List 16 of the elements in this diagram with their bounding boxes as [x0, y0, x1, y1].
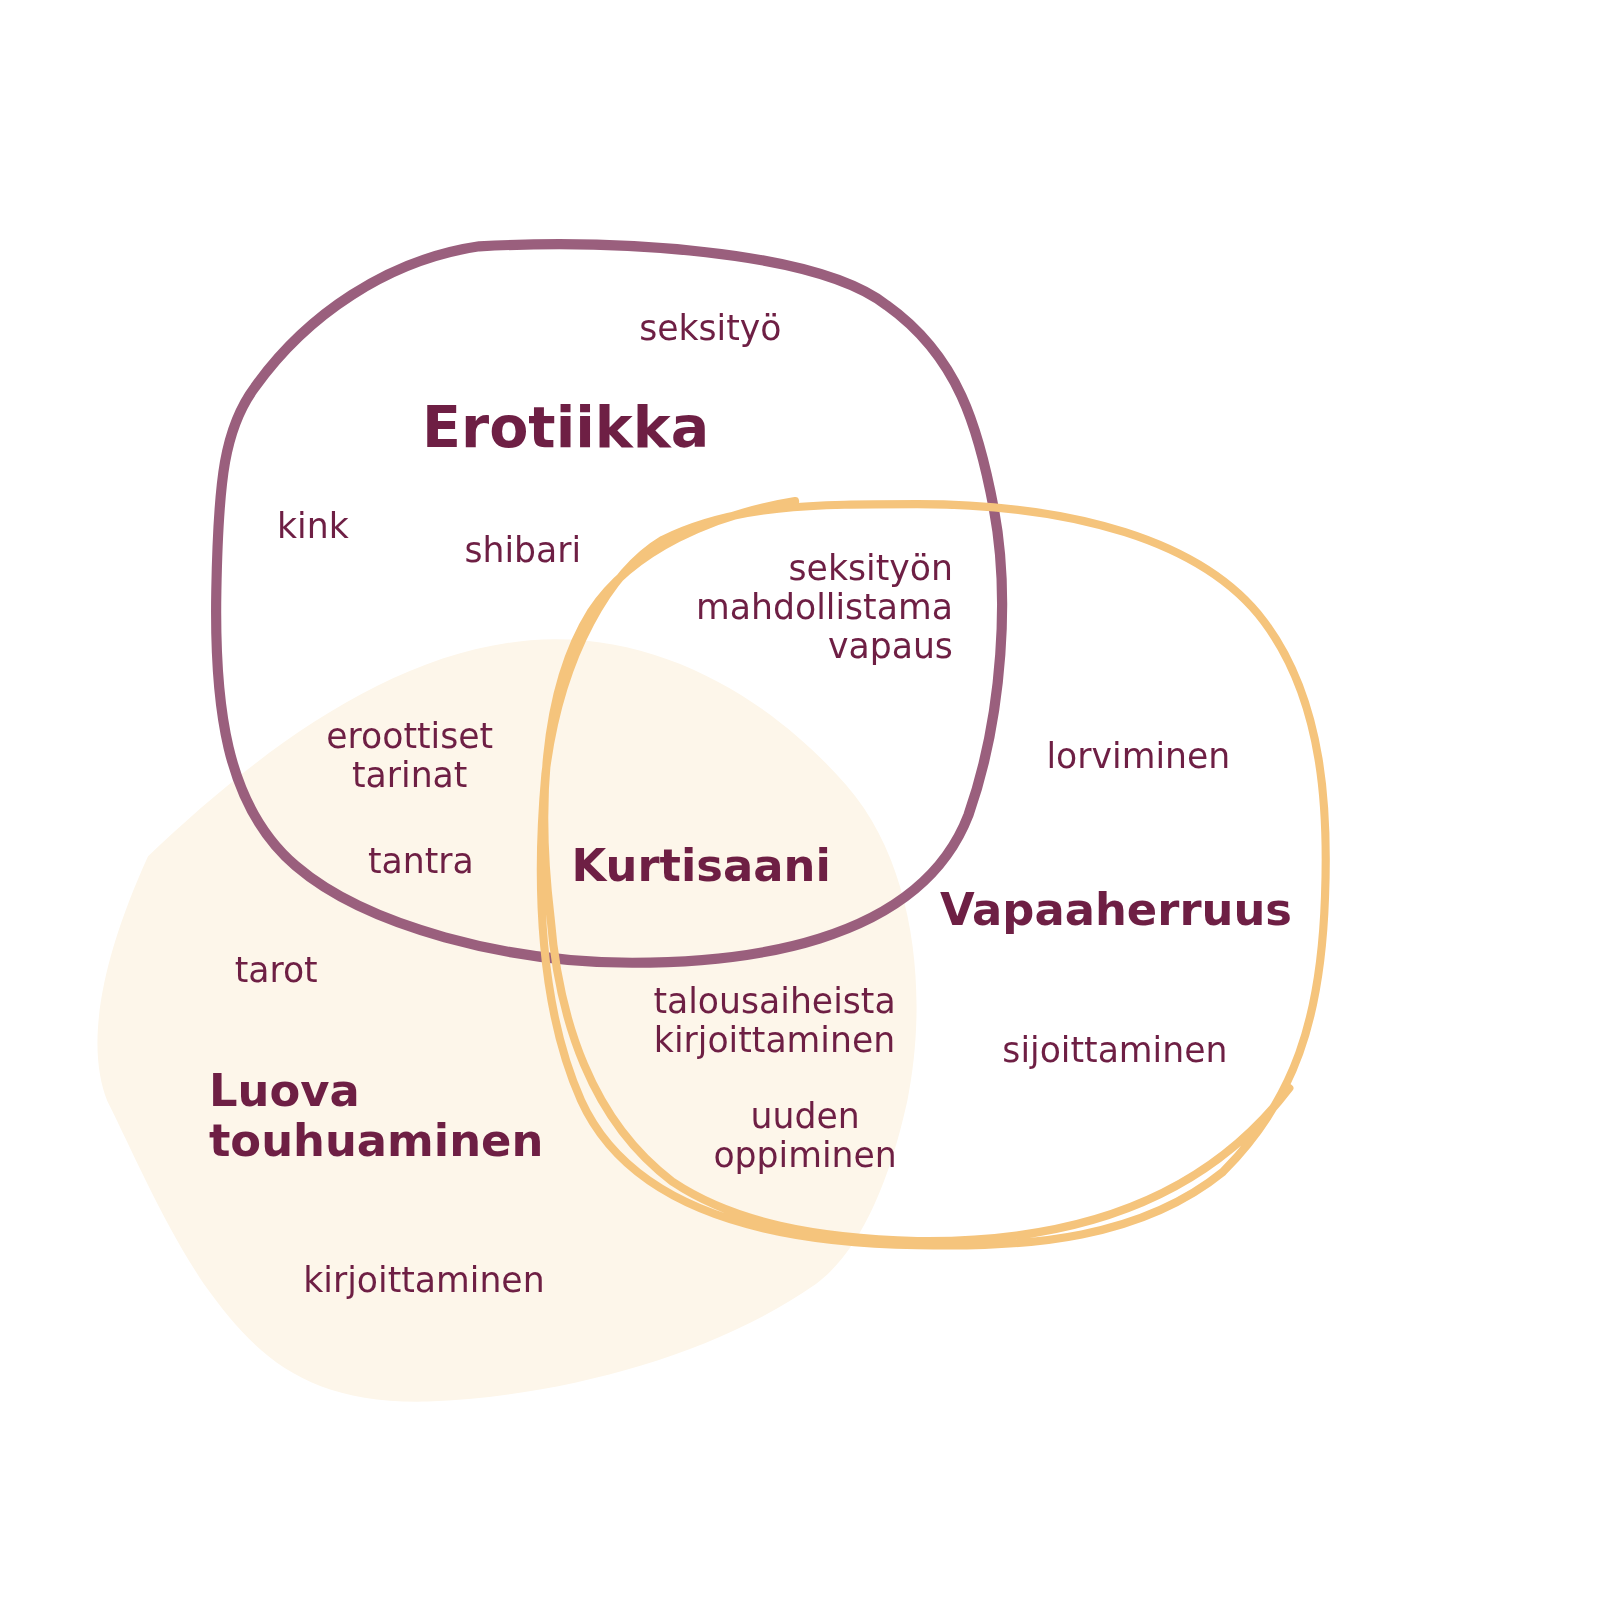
item-label: kink	[277, 506, 349, 546]
item-label: seksityö	[639, 308, 782, 348]
item-label: uuden oppiminen	[713, 1097, 897, 1176]
item-label: kirjoittaminen	[303, 1260, 545, 1300]
set-title: Erotiikka	[422, 396, 710, 460]
set-title: Vapaaherruus	[939, 884, 1292, 936]
item-label: eroottiset tarinat	[326, 717, 494, 795]
intersection-title: Kurtisaani	[571, 841, 831, 892]
item-label: shibari	[464, 530, 582, 570]
item-label: tarot	[234, 950, 318, 990]
item-label: lorviminen	[1046, 736, 1231, 776]
item-label: tantra	[368, 841, 474, 881]
item-label: talousaiheista kirjoittaminen	[653, 982, 896, 1060]
set-title: Luova touhuaminen	[208, 1065, 544, 1167]
item-label: sijoittaminen	[1002, 1030, 1228, 1070]
item-label: seksityön mahdollistama vapaus	[696, 549, 953, 666]
